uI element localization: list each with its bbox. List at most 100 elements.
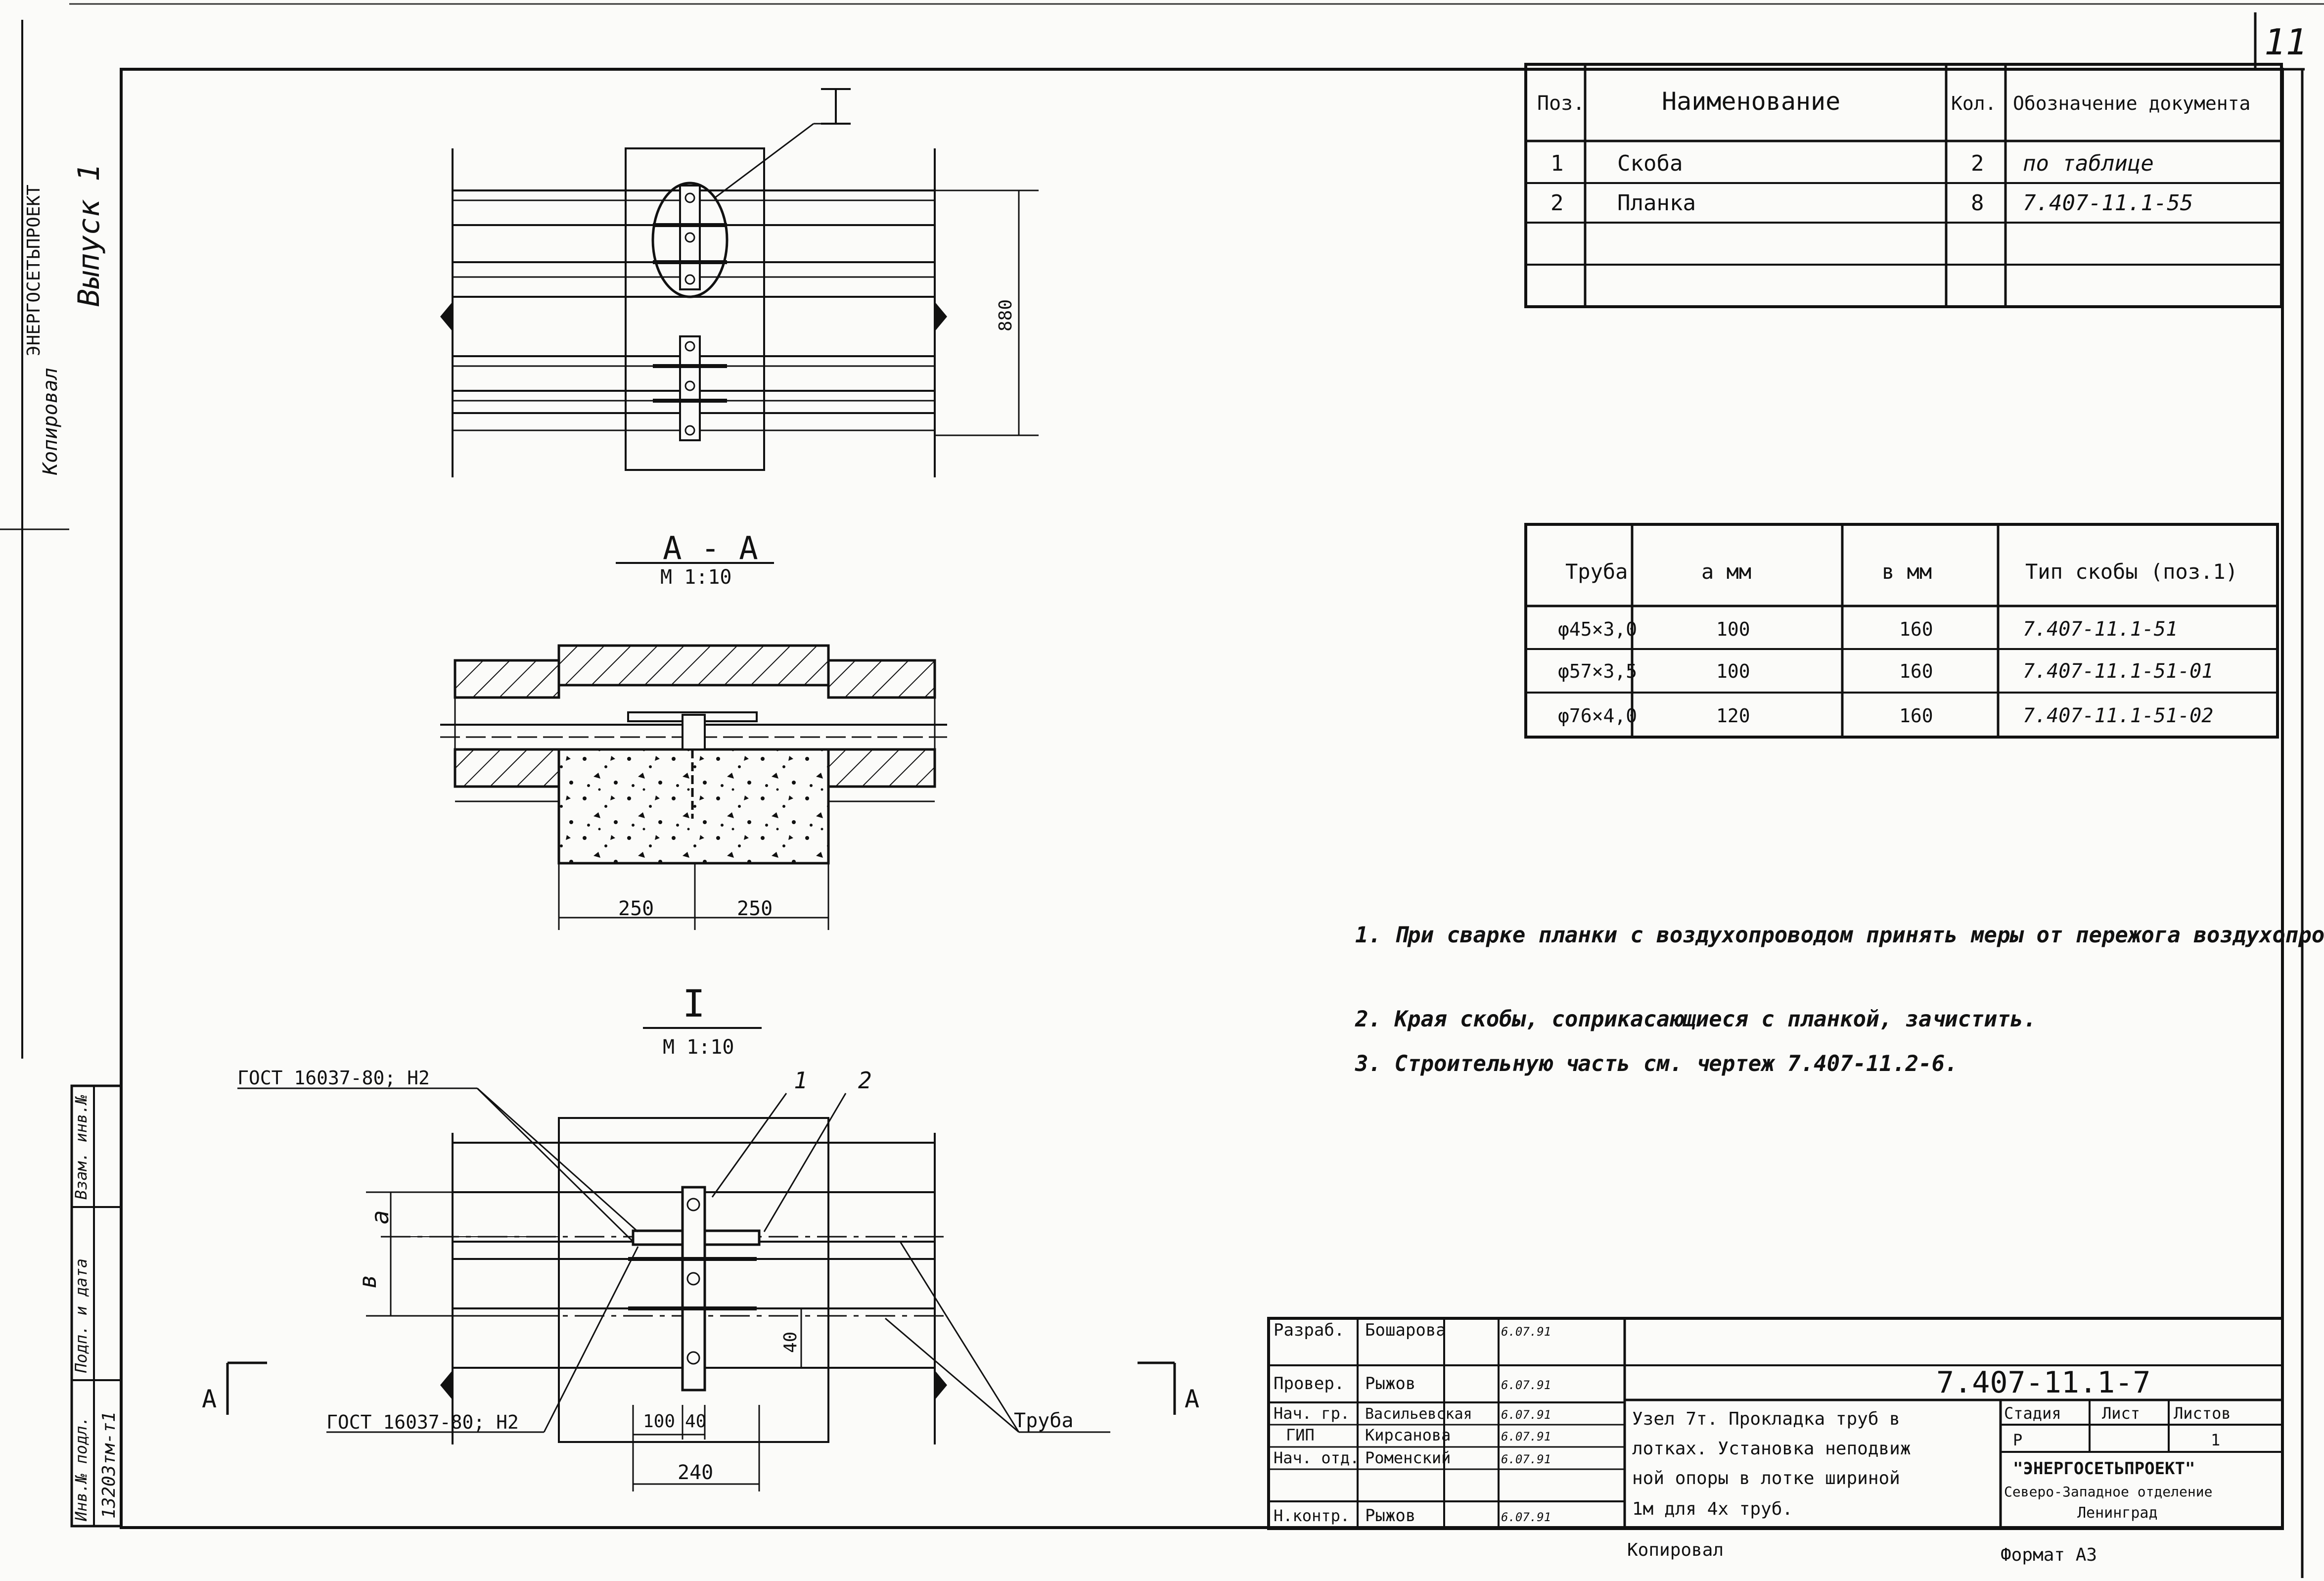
size-row3-b: 160: [1899, 705, 1933, 727]
tb-name-1: Бошарова: [1365, 1320, 1446, 1340]
size-row2-a: 100: [1716, 660, 1750, 682]
issue-label: Выпуск 1: [72, 164, 106, 307]
tb-role-1: Разраб.: [1274, 1320, 1344, 1340]
detail-dim-100: 100: [643, 1411, 675, 1432]
inventory-number: 13203тм-т1: [99, 1411, 119, 1519]
section-view: [440, 644, 947, 930]
spec-row2-qty: 8: [1971, 190, 1984, 216]
section-dim-left: 250: [618, 897, 654, 920]
tb-desc-line-3: ной опоры в лотке шириной: [1632, 1468, 1900, 1488]
size-row3-type: 7.407-11.1-51-02: [2023, 704, 2213, 727]
tb-role-4: ГИП: [1286, 1426, 1315, 1444]
stamp-label-replace: Взам. инв.№: [72, 1095, 91, 1200]
tb-doc-code: 7.407-11.1-7: [1936, 1365, 2150, 1400]
plan-view: [440, 88, 1039, 477]
size-row3-pipe: φ76×4,0: [1558, 705, 1637, 727]
section-title: А - А: [663, 530, 758, 567]
stamp-label-inv: Инв.№ подл.: [72, 1416, 91, 1522]
detail-dim-40-vertical: 40: [780, 1332, 801, 1353]
detail-dim-a: а: [366, 1210, 394, 1224]
size-row2-type: 7.407-11.1-51-01: [2023, 660, 2213, 683]
detail-title: I: [683, 981, 705, 1025]
spec-row1-doc: по таблице: [2023, 151, 2154, 176]
section-scale: М 1:10: [660, 566, 732, 589]
size-header-pipe: Труба: [1565, 559, 1628, 584]
cut-mark-right: А: [1185, 1385, 1199, 1413]
tb-name-5: Роменский: [1365, 1448, 1451, 1467]
tb-name-4: Кирсанова: [1365, 1426, 1451, 1444]
tb-sheets-value: 1: [2211, 1431, 2220, 1449]
size-row1-b: 160: [1899, 618, 1933, 640]
spec-row1-name: Скоба: [1617, 151, 1683, 176]
spec-header-doc: Обозначение документа: [2013, 93, 2250, 114]
margin-org-line-1: ЭНЕРГОСЕТЬПРОЕКТ: [24, 185, 44, 356]
tb-desc-line-1: Узел 7т. Прокладка труб в: [1632, 1409, 1900, 1429]
size-row1-type: 7.407-11.1-51: [2023, 618, 2178, 641]
tb-org-line-3: Ленинград: [2077, 1504, 2158, 1522]
tb-date-5: 6.07.91: [1501, 1452, 1551, 1466]
tb-format: Формат А3: [2001, 1545, 2097, 1565]
spec-header-qty: Кол.: [1951, 93, 1997, 114]
detail-scale: М 1:10: [663, 1036, 734, 1059]
notes: 1. При сварке планки с воздухопроводом п…: [1355, 923, 2324, 1076]
tb-date-1: 6.07.91: [1501, 1325, 1551, 1339]
pipe-label: Труба: [1014, 1409, 1073, 1432]
tb-sheet-header: Лист: [2102, 1404, 2140, 1423]
note-2: 2. Края скобы, соприкасающиеся с планкой…: [1355, 1007, 2037, 1032]
detail-gost-top: ГОСТ 16037-80; Н2: [237, 1067, 430, 1089]
title-block: [1267, 1317, 2284, 1530]
plan-dimension-880: 880: [996, 299, 1016, 331]
title-block-rows: Разраб. Бошарова 6.07.91 Провер. Рыжов 6…: [1274, 1320, 2231, 1565]
tb-desc-line-2: лотках. Установка неподвиж: [1632, 1439, 1911, 1459]
tb-role-2: Провер.: [1274, 1374, 1344, 1394]
spec-row1-qty: 2: [1971, 151, 1984, 176]
page-number-box: [2254, 12, 2305, 71]
size-table: Труба a мм в мм Тип скобы (поз.1) φ45×3,…: [1524, 523, 2279, 739]
spec-row1-pos: 1: [1550, 151, 1564, 176]
tb-org-line-2: Северо-Западное отделение: [2004, 1484, 2212, 1500]
tb-date-3: 6.07.91: [1501, 1408, 1551, 1422]
size-row1-a: 100: [1716, 618, 1750, 640]
size-header-a: a мм: [1701, 559, 1751, 584]
section-dim-right: 250: [737, 897, 773, 920]
sheet-frame: [120, 68, 2284, 1529]
spec-row2-doc: 7.407-11.1-55: [2023, 190, 2193, 216]
spec-header-pos: Поз.: [1537, 92, 1585, 115]
spec-header-name: Наименование: [1662, 87, 1840, 116]
cut-mark-left: А: [202, 1385, 217, 1413]
tb-org-line-1: "ЭНЕРГОСЕТЬПРОЕКТ": [2013, 1459, 2195, 1479]
detail-view: [226, 1087, 1176, 1491]
note-1: 1. При сварке планки с воздухопроводом п…: [1355, 923, 2324, 948]
tb-stage-value: Р: [2013, 1431, 2022, 1449]
left-margin: Выпуск 1 ЭНЕРГОСЕТЬПРОЕКТ Копировал Инв.…: [0, 20, 123, 1528]
size-row3-a: 120: [1716, 705, 1750, 727]
size-row2-pipe: φ57×3,5: [1558, 660, 1637, 682]
size-header-b: в мм: [1882, 559, 1932, 584]
tb-sheets-header: Листов: [2174, 1404, 2231, 1423]
tb-date-4: 6.07.91: [1501, 1430, 1551, 1443]
tb-role-6: Н.контр.: [1274, 1506, 1350, 1525]
tb-name-6: Рыжов: [1365, 1506, 1415, 1526]
size-row2-b: 160: [1899, 660, 1933, 682]
tb-desc-line-4: 1м для 4х труб.: [1632, 1499, 1793, 1519]
spec-row2-name: Планка: [1617, 190, 1696, 216]
detail-dim-240: 240: [678, 1461, 713, 1484]
tb-role-3: Нач. гр.: [1274, 1404, 1350, 1423]
spec-row2-pos: 2: [1550, 190, 1564, 216]
size-header-type: Тип скобы (поз.1): [2025, 559, 2238, 584]
tb-role-5: Нач. отд.: [1274, 1448, 1359, 1467]
detail-pos-1: 1: [794, 1067, 808, 1094]
tb-copied: Копировал: [1627, 1540, 1724, 1560]
note-3: 3. Строительную часть см. чертеж 7.407-1…: [1355, 1051, 1958, 1076]
detail-dim-b: в: [354, 1274, 382, 1289]
detail-dim-40: 40: [685, 1411, 706, 1432]
page-number: 11: [2264, 21, 2307, 63]
margin-org-line-2: Копировал: [39, 368, 62, 475]
tb-date-6: 6.07.91: [1501, 1510, 1551, 1524]
stamp-label-sign: Подп. и дата: [72, 1258, 91, 1373]
tb-name-3: Васильевская: [1365, 1405, 1472, 1423]
tb-date-2: 6.07.91: [1501, 1378, 1551, 1392]
detail-gost-bottom: ГОСТ 16037-80; Н2: [326, 1411, 519, 1433]
tb-name-2: Рыжов: [1365, 1374, 1415, 1394]
